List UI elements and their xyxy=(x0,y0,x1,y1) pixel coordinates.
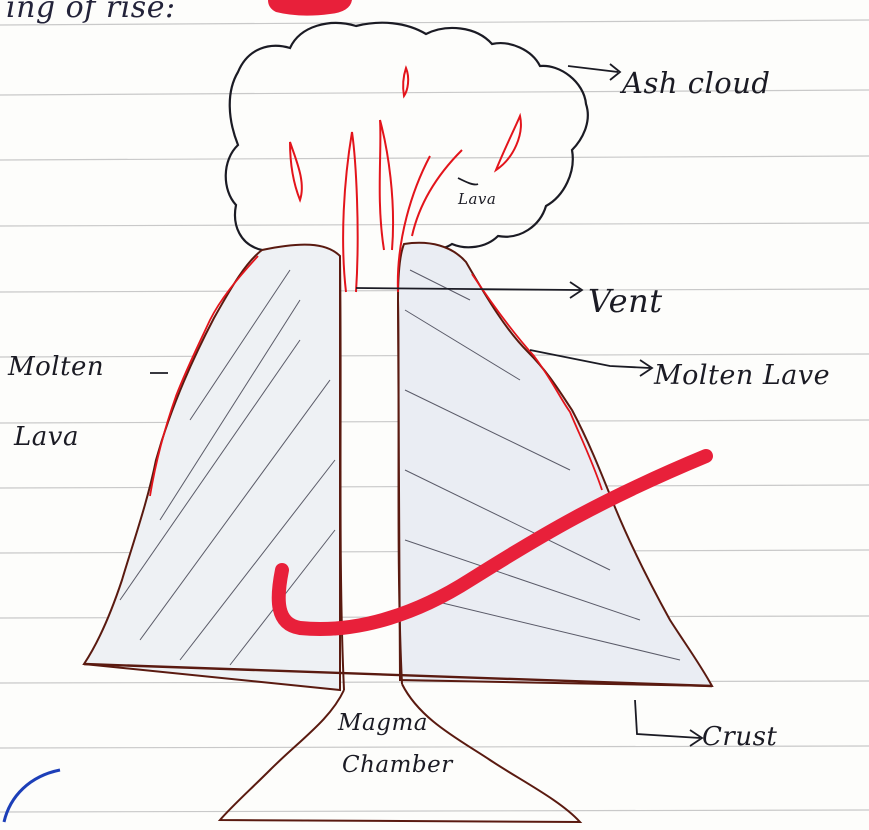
label-lava-small: Lava xyxy=(458,190,496,208)
volcano-right-slope xyxy=(398,243,712,686)
label-vent: Vent xyxy=(588,282,663,320)
marker-blob-top xyxy=(268,0,352,16)
label-ash-cloud: Ash cloud xyxy=(622,66,770,100)
label-molten-lava-left-1: Molten xyxy=(8,352,104,382)
blue-pen-arc xyxy=(4,770,60,822)
header-fragment: ing of rise: xyxy=(6,0,176,25)
label-crust: Crust xyxy=(702,722,777,752)
label-molten-lava-right: Molten Lave xyxy=(654,360,830,391)
label-molten-lava-left-2: Lava xyxy=(14,422,79,452)
label-magma-chamber-1: Magma xyxy=(338,710,428,736)
label-magma-chamber-2: Chamber xyxy=(342,752,453,778)
